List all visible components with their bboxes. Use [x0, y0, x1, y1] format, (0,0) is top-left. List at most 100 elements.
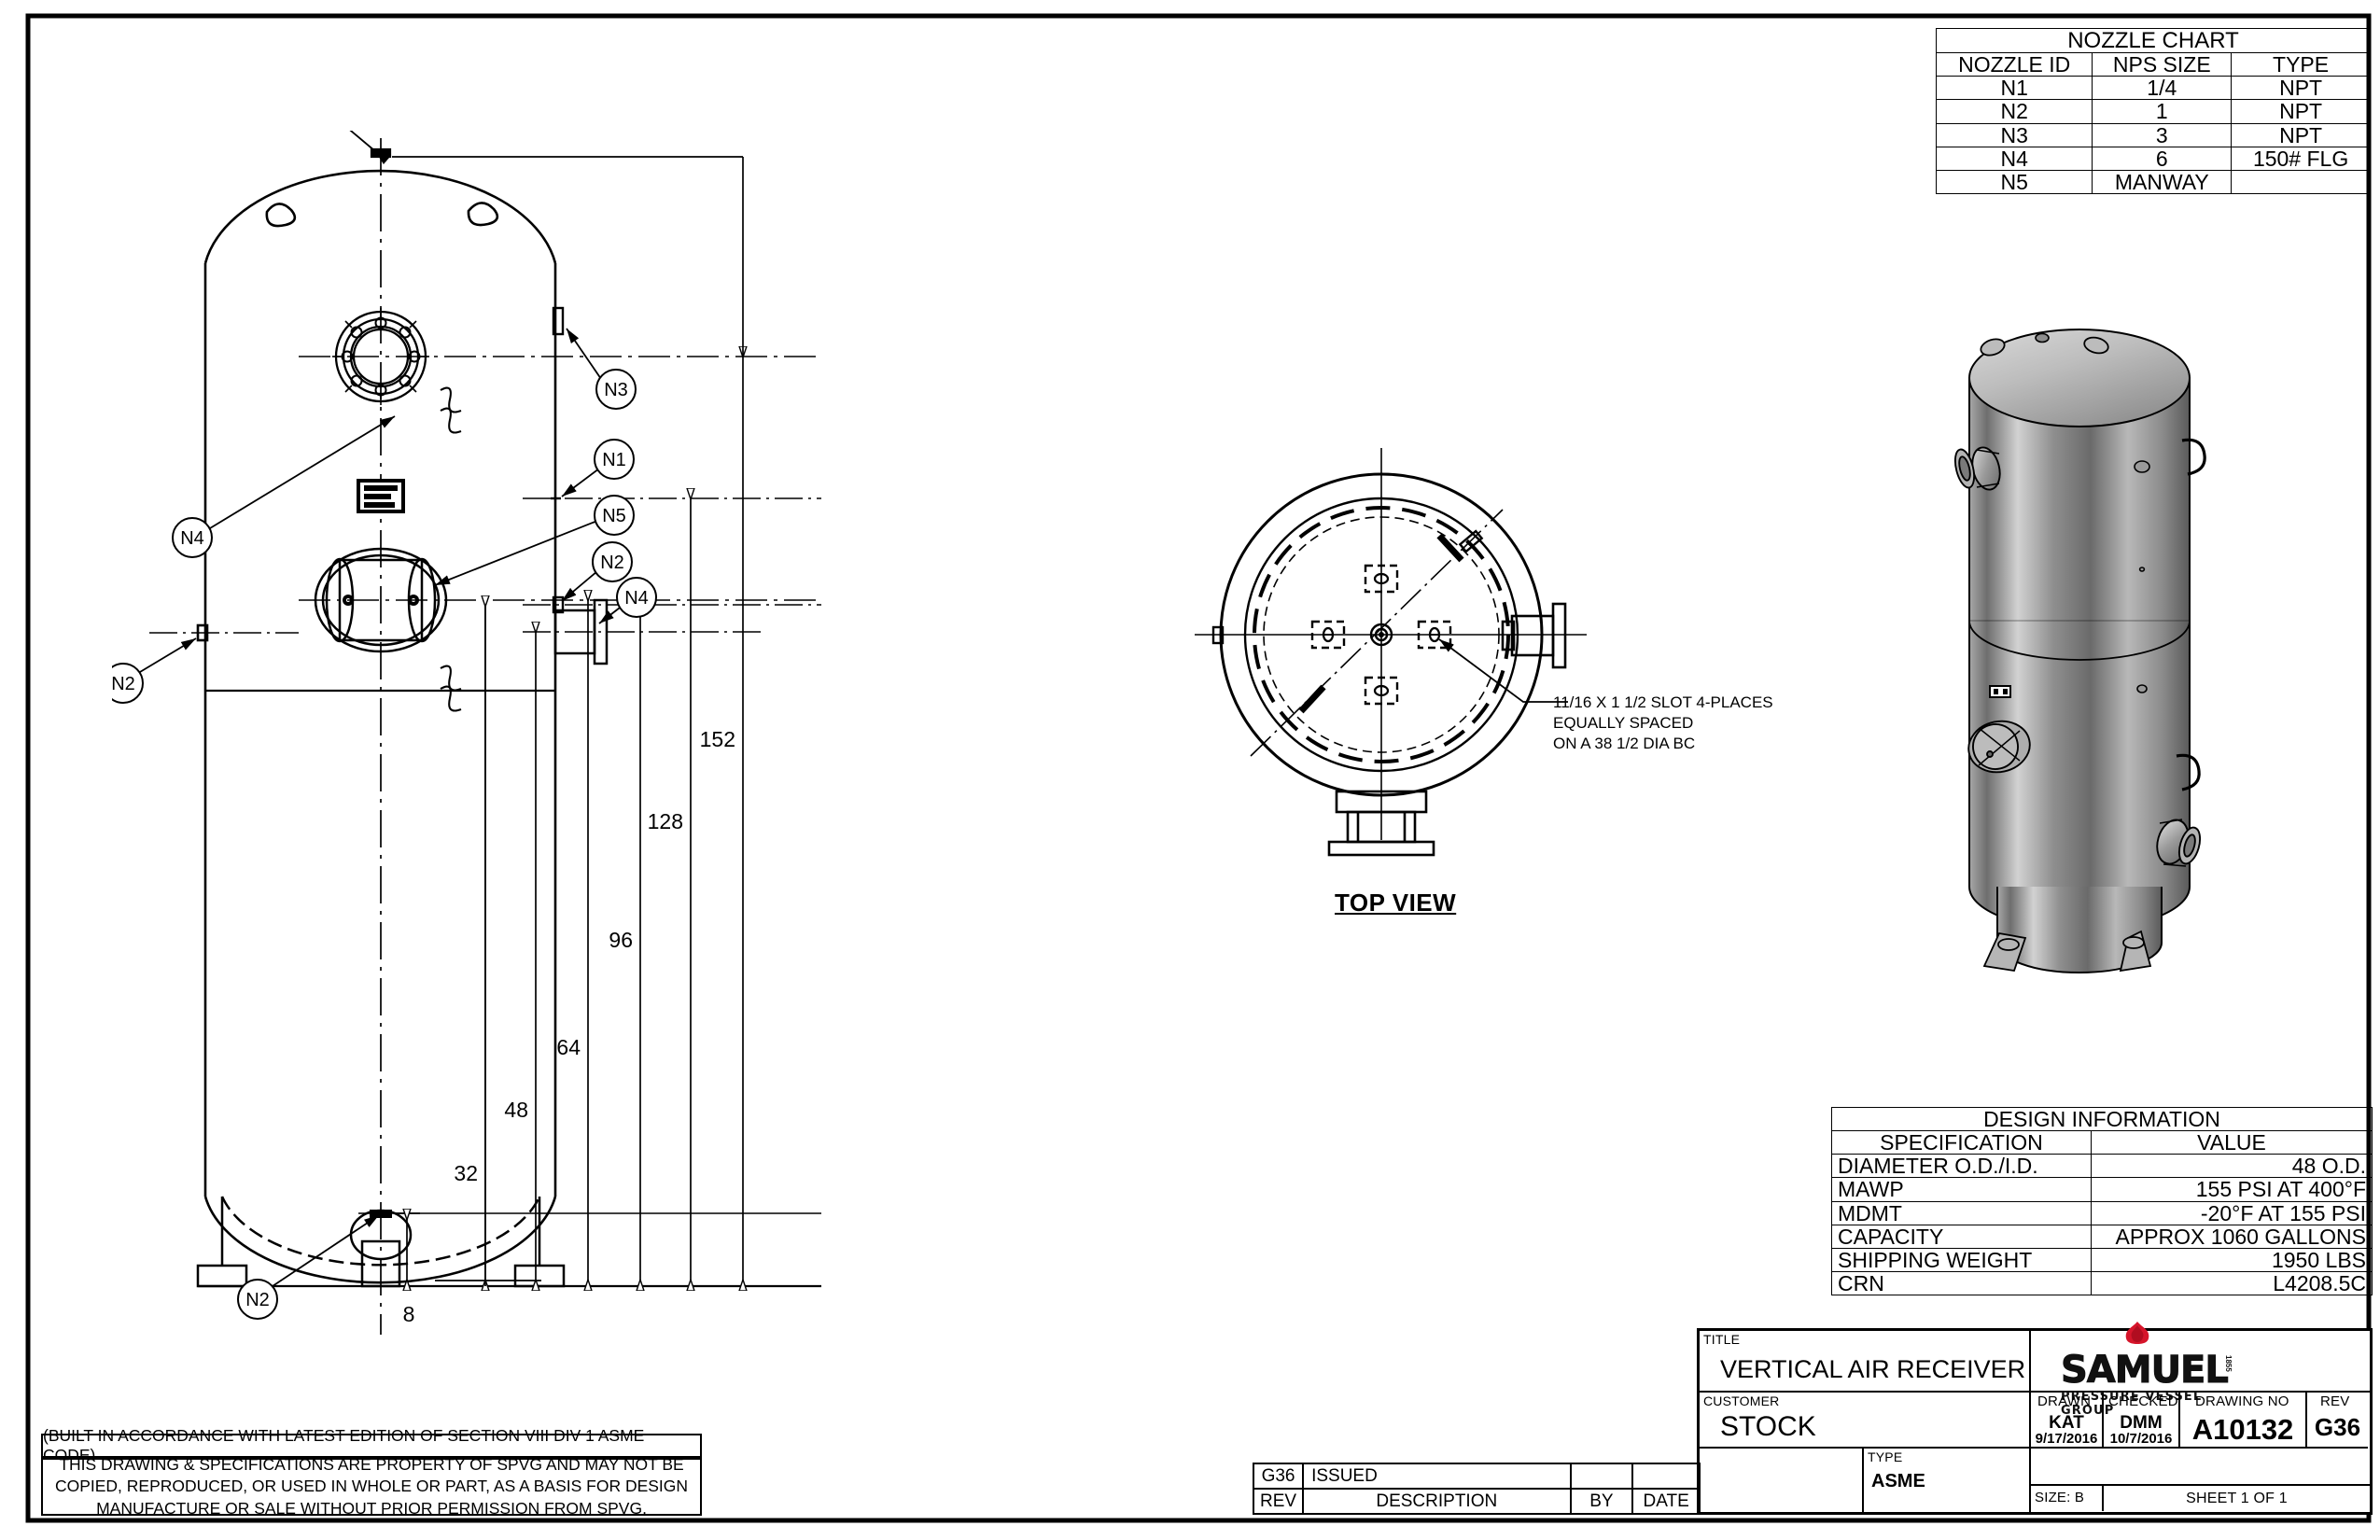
spec-diameter: DIAMETER O.D./I.D. — [1831, 1154, 2092, 1179]
nozzle-id-n2: N2 — [1935, 99, 2093, 124]
spec-mawp: MAWP — [1831, 1177, 2092, 1202]
design-info-header-spec: SPECIFICATION — [1831, 1130, 2092, 1155]
nozzle-type-n4: 150# FLG — [2231, 146, 2371, 171]
sheet-label: SHEET 1 OF 1 — [2186, 1491, 2288, 1506]
customer-field: CUSTOMER STOCK — [1700, 1393, 2031, 1449]
type-field: TYPE ASME — [1864, 1449, 2031, 1512]
rev-header-date: DATE — [1631, 1488, 1701, 1515]
nozzle-chart-header-type: TYPE — [2231, 52, 2371, 77]
design-info-title: DESIGN INFORMATION — [1831, 1106, 2373, 1132]
value-crn: L4208.5C — [2090, 1270, 2373, 1296]
nozzle-type-n1: NPT — [2231, 76, 2371, 101]
drawn-label: DRAWN — [2037, 1393, 2092, 1409]
callout-n2-right: N2 — [600, 553, 624, 573]
dim-128: 128 — [648, 809, 683, 833]
title-block: TITLE VERTICAL AIR RECEIVER SAMUEL 1855 … — [1697, 1322, 2373, 1515]
checked-date: 10/7/2016 — [2109, 1431, 2173, 1447]
isometric-3d-view — [1953, 329, 2206, 973]
blank-field — [1700, 1449, 1864, 1512]
nozzle-size-n3: 3 — [2092, 122, 2233, 147]
spec-crn: CRN — [1831, 1270, 2092, 1296]
value-mawp: 155 PSI AT 400°F — [2090, 1177, 2373, 1202]
size-field: SIZE: B — [2031, 1486, 2104, 1511]
table-row: N3 3 NPT — [1935, 122, 2371, 147]
table-row: SHIPPING WEIGHT 1950 LBS — [1831, 1247, 2373, 1272]
rev-row-rev: G36 — [1252, 1463, 1305, 1490]
nozzle-type-n2: NPT — [2231, 99, 2371, 124]
top-view — [1195, 448, 1587, 857]
rev-row-by — [1569, 1463, 1634, 1490]
nozzle-id-n4: N4 — [1935, 146, 2093, 171]
dim-64: 64 — [556, 1035, 581, 1059]
rev-row-date — [1631, 1463, 1701, 1490]
checked-label: CHECKED — [2108, 1393, 2178, 1409]
logo-tagline: PRESSURE VESSEL GROUP — [2061, 1390, 2203, 1418]
revision-block: G36 ISSUED REV DESCRIPTION BY DATE — [1252, 1463, 1701, 1515]
drawn-field: DRAWN KAT 9/17/2016 — [2031, 1393, 2104, 1449]
checked-field: CHECKED DMM 10/7/2016 — [2104, 1393, 2180, 1449]
asme-data-plate — [357, 479, 405, 513]
asme-code-note: (BUILT IN ACCORDANCE WITH LATEST EDITION… — [41, 1426, 702, 1464]
design-information-table: DESIGN INFORMATION SPECIFICATION VALUE D… — [1831, 1106, 2373, 1296]
logo-established: 1855 — [2224, 1355, 2233, 1372]
top-view-label: TOP VIEW — [1335, 889, 1457, 917]
nozzle-size-n5: MANWAY — [2092, 169, 2233, 195]
title-label: TITLE — [1703, 1332, 1741, 1347]
flame-icon — [2125, 1322, 2149, 1344]
callout-n5: N5 — [602, 506, 626, 526]
nozzle-size-n1: 1/4 — [2092, 76, 2233, 101]
nozzle-chart-title: NOZZLE CHART — [1936, 27, 2371, 54]
front-view-dimension-labels: 8 32 48 64 96 128 152 — [403, 727, 735, 1326]
type-value: ASME — [1871, 1471, 1925, 1491]
sheet-field: SHEET 1 OF 1 — [2104, 1486, 2370, 1511]
drawn-by: KAT — [2049, 1413, 2084, 1433]
callout-n2-bottom: N2 — [245, 1290, 270, 1310]
nozzle-chart-table: NOZZLE CHART NOZZLE ID NPS SIZE TYPE N1 … — [1935, 27, 2371, 195]
title-field: TITLE VERTICAL AIR RECEIVER — [1700, 1331, 2031, 1393]
drawn-date: 9/17/2016 — [2035, 1431, 2098, 1447]
nozzle-size-n4: 6 — [2092, 146, 2233, 171]
drawing-no-value: A10132 — [2191, 1413, 2294, 1446]
front-elevation-view — [149, 138, 821, 1335]
spec-capacity: CAPACITY — [1831, 1224, 2092, 1249]
value-capacity: APPROX 1060 GALLONS — [2090, 1224, 2373, 1249]
callout-n1: N1 — [602, 450, 626, 470]
slot-note-line-1: 11/16 X 1 1/2 SLOT 4-PLACES — [1553, 693, 1773, 711]
slot-note: 11/16 X 1 1/2 SLOT 4-PLACES EQUALLY SPAC… — [1553, 693, 1773, 754]
callout-n3: N3 — [604, 380, 628, 400]
nozzle-chart-header-id: NOZZLE ID — [1935, 52, 2093, 77]
proprietary-note: THIS DRAWING & SPECIFICATIONS ARE PROPER… — [41, 1455, 702, 1518]
table-row: N2 1 NPT — [1935, 99, 2371, 124]
table-row: N1 1/4 NPT — [1935, 76, 2371, 101]
callout-n2-left: N2 — [112, 674, 135, 694]
customer-label: CUSTOMER — [1703, 1393, 1780, 1408]
table-row: CRN L4208.5C — [1831, 1270, 2373, 1296]
dim-32: 32 — [454, 1161, 478, 1185]
rev-header-description: DESCRIPTION — [1302, 1488, 1572, 1515]
customer-value: STOCK — [1720, 1411, 1816, 1442]
dim-48: 48 — [504, 1098, 528, 1122]
rev-value: G36 — [2314, 1413, 2361, 1441]
nozzle-chart-header-size: NPS SIZE — [2092, 52, 2233, 77]
logo-wordmark: SAMUEL — [2061, 1349, 2230, 1392]
nozzle-id-n3: N3 — [1935, 122, 2093, 147]
drawing-no-label: DRAWING NO — [2195, 1393, 2289, 1409]
proprietary-note-line-1: THIS DRAWING & SPECIFICATIONS ARE PROPER… — [59, 1455, 684, 1475]
callout-n4-side: N4 — [624, 588, 649, 609]
nozzle-type-n5 — [2231, 169, 2371, 195]
company-logo: SAMUEL 1855 PRESSURE VESSEL GROUP — [2031, 1322, 2370, 1418]
value-shipping-weight: 1950 LBS — [2090, 1247, 2373, 1272]
rev-header-by: BY — [1569, 1488, 1634, 1515]
table-row: MAWP 155 PSI AT 400°F — [1831, 1177, 2373, 1202]
table-row: DIAMETER O.D./I.D. 48 O.D. — [1831, 1154, 2373, 1179]
nozzle-id-n5: N5 — [1935, 169, 2093, 195]
checked-by: DMM — [2120, 1413, 2163, 1433]
design-info-header-value: VALUE — [2090, 1130, 2373, 1155]
table-row: MDMT -20°F AT 155 PSI — [1831, 1200, 2373, 1225]
spec-mdmt: MDMT — [1831, 1200, 2092, 1225]
type-label: TYPE — [1868, 1449, 1903, 1464]
slot-note-line-3: ON A 38 1/2 DIA BC — [1553, 735, 1696, 753]
rev-field: REV G36 — [2307, 1393, 2368, 1449]
table-row: N5 MANWAY — [1935, 169, 2371, 195]
